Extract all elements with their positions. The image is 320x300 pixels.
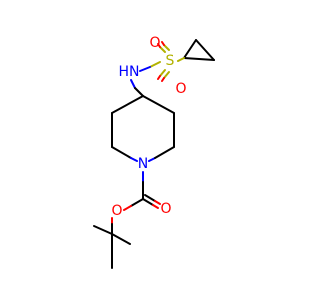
bond-s-cyclopropyl [177, 57, 185, 62]
bond-n-c4-blue [130, 79, 136, 89]
bond-c-o-ester-red [123, 205, 132, 211]
bond-carbonyl-double-1 [142, 198, 154, 206]
bond-n-c4 [134, 87, 144, 97]
bond-carbonyl-double-2 [144, 194, 156, 202]
piperidine-ring [111, 95, 175, 162]
bond-carbonyl-double-1-red [152, 204, 159, 209]
ester-oxygen-label: O [111, 203, 122, 219]
bond-n-s-blue [139, 66, 151, 72]
ring-nitrogen-label: N [138, 156, 148, 172]
sulfonyl-oxygen-bottom-label: O [175, 81, 186, 97]
tert-butyl-group [93, 225, 131, 269]
bond-carbonyl-double-2-red [154, 200, 161, 205]
carbonyl-oxygen-label: O [160, 201, 171, 217]
sulfonyl-double-bonds [157, 41, 170, 82]
bond-c-o-ester [130, 198, 144, 207]
bond-s-n [149, 61, 161, 68]
amine-nh-label: HN [119, 64, 140, 80]
sulfur-label: S [166, 53, 175, 69]
sulfonyl-oxygen-top-label: O [149, 35, 160, 51]
molecule-structure: S O O HN N O O [93, 35, 215, 269]
cyclopropyl-ring [183, 39, 215, 61]
